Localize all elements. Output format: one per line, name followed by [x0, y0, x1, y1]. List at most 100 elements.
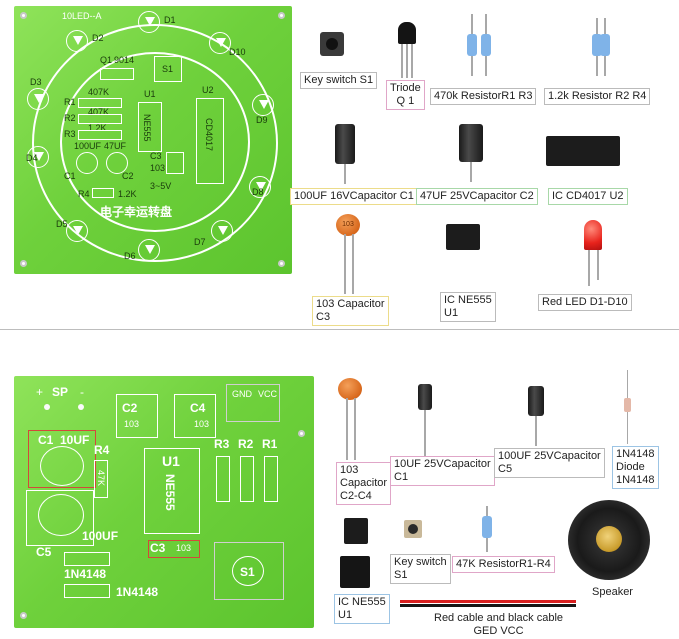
c4-bottom-label: C4 — [190, 401, 206, 415]
r3-footprint — [78, 130, 122, 140]
sp-label: SP — [52, 385, 69, 399]
res-470k-label: 470k ResistorR1 R3 — [430, 88, 537, 105]
diode-b-label: 1N4148 — [116, 585, 159, 599]
led-d3-label: D3 — [30, 77, 42, 87]
c2-bottom-value: 103 — [124, 419, 140, 429]
led-d3-footprint — [27, 88, 49, 110]
c1-bottom-label: C1 — [38, 433, 54, 447]
key-switch-label: Key switch S1 — [300, 72, 378, 89]
ne555-top-photo — [446, 224, 480, 250]
c5-bottom-footprint — [26, 490, 94, 546]
triode-photo — [398, 22, 416, 44]
c2-bottom-footprint — [116, 394, 158, 438]
u2-label: U2 — [202, 85, 214, 95]
diode-photo — [624, 398, 631, 412]
r1-bottom-label: R1 — [262, 437, 278, 451]
r3-bottom-footprint — [216, 456, 230, 502]
top-pcb-board: 10LED--A D1 D2 D3 D4 D5 D6 D7 D8 D9 D10 … — [14, 6, 292, 274]
diode-b-footprint — [64, 584, 110, 598]
c4-bottom-footprint — [174, 394, 216, 438]
red-led-label: Red LED D1-D10 — [538, 294, 632, 311]
cap100uf-bottom-photo — [528, 386, 544, 416]
ic-ne555-bottom-label: IC NE555 U1 — [334, 594, 390, 624]
led-d2-footprint — [66, 30, 88, 52]
c1-value: 100UF — [74, 141, 102, 151]
diode-line3: 1N4148 — [616, 474, 655, 486]
r-value-407k-b: 407K — [88, 107, 110, 117]
cap-103-bottom-label: 103 Capacitor C2-C4 — [336, 462, 392, 505]
mount-hole-br — [278, 260, 285, 267]
s1-bottom-label: S1 — [240, 565, 255, 579]
c5-bottom-value: 100UF — [82, 529, 119, 543]
c1-bottom-footprint — [28, 430, 96, 488]
cap-100uf-bottom-line1: 100UF 25VCapacitor — [498, 450, 601, 462]
ic-ne555-top-label: IC NE555 U1 — [440, 292, 496, 322]
r-value-12k-a: 1.2K — [88, 123, 107, 133]
cap-100uf-bottom-label: 100UF 25VCapacitor C5 — [494, 448, 605, 478]
ne555-bottom-photo — [344, 518, 368, 544]
diode-a-footprint — [64, 552, 110, 566]
r1-footprint — [78, 98, 122, 108]
led-lead-a — [588, 250, 590, 286]
key-switch-bottom-line1: Key switch — [394, 556, 447, 568]
r4-bottom-label: R4 — [94, 443, 110, 457]
led-d1-label: D1 — [164, 15, 176, 25]
r2-bottom-footprint — [240, 456, 254, 502]
u1-bottom-label: U1 — [162, 453, 180, 469]
r1-label: R1 — [64, 97, 76, 107]
r3-bottom-label: R3 — [214, 437, 230, 451]
power-header-footprint — [226, 384, 280, 422]
ceramic-103-photo: 103 — [336, 214, 360, 236]
c1-bottom-value: 10UF — [60, 433, 90, 447]
c4-bottom-value: 103 — [194, 419, 210, 429]
c3-label: C3 — [150, 151, 162, 161]
mount-hole-tl — [20, 12, 27, 19]
triode-lead-2 — [406, 44, 408, 78]
led-d6-footprint — [138, 239, 160, 261]
r4-bottom-footprint — [94, 460, 108, 498]
diode-line1: 1N4148 — [616, 448, 655, 460]
res12k-photo-a — [592, 34, 602, 56]
r3-label: R3 — [64, 129, 76, 139]
cable-line1: Red cable and black cable — [434, 612, 564, 624]
triode-label-line1: Triode — [390, 82, 421, 94]
black-cable-photo — [400, 604, 576, 607]
cap-10uf-line2: C1 — [394, 471, 409, 483]
led-d4-footprint — [27, 146, 49, 168]
key-switch-bottom-line2: S1 — [394, 569, 408, 581]
c3-bottom-value: 103 — [176, 543, 192, 553]
cap-10uf-line1: 10UF 25VCapacitor — [394, 458, 491, 470]
c2-footprint — [106, 152, 128, 174]
led-d5-footprint — [66, 220, 88, 242]
c5-bottom-label: C5 — [36, 545, 52, 559]
cap-103-bottom-line1: 103 — [340, 464, 359, 476]
led-d1-footprint — [138, 11, 160, 33]
ceramic-lead-a — [344, 234, 346, 294]
q1-label: Q1 — [100, 55, 113, 65]
triode-label: Triode Q 1 — [386, 80, 425, 110]
u2-chip: CD4017 — [204, 118, 214, 152]
u1-label: U1 — [144, 89, 156, 99]
led-d5-label: D5 — [56, 219, 68, 229]
ne555-top-line1: IC NE555 — [444, 294, 492, 306]
ic-socket-photo — [340, 556, 370, 588]
board-id-text: 10LED--A — [62, 11, 102, 21]
inner-ring — [60, 52, 250, 232]
r2-label: R2 — [64, 113, 76, 123]
r2-footprint — [78, 114, 122, 124]
led-d7-footprint — [211, 220, 233, 242]
cap-10uf-label: 10UF 25VCapacitor C1 — [390, 456, 495, 486]
red-cable-photo — [400, 600, 576, 603]
bottom-pcb-board: + SP - C2 103 C4 103 GND VCC C1 10UF R4 … — [14, 376, 314, 628]
cap100uf-lead — [344, 164, 346, 184]
s1-label: S1 — [162, 64, 174, 74]
c1-label: C1 — [64, 171, 76, 181]
led-d4-label: D4 — [26, 153, 38, 163]
u1-footprint — [138, 102, 162, 152]
c2-value: 47UF — [104, 141, 127, 151]
speaker-photo — [568, 500, 650, 580]
res-12k-label: 1.2k Resistor R2 R4 — [544, 88, 651, 105]
speaker-label: Speaker — [588, 584, 637, 601]
ceramic-lead-b — [352, 234, 354, 294]
diode-label: 1N4148 Diode 1N4148 — [612, 446, 659, 489]
